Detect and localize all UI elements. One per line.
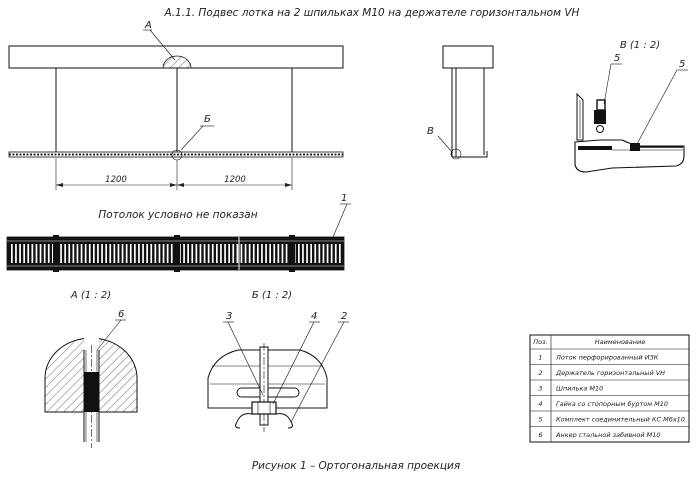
table-row-name: Гайка со стопорным буртом М10 <box>556 400 668 408</box>
table-row-name: Комплект соединительный КС М6х10 <box>556 416 685 424</box>
callout-6: 6 <box>118 309 124 320</box>
dimension-right: 1200 <box>224 175 246 185</box>
callout-2: 2 <box>341 311 347 322</box>
callout-4: 4 <box>311 311 317 322</box>
side-view: В <box>427 45 494 160</box>
table-row-name: Держатель горизонтальный VH <box>555 369 665 377</box>
callout-5b: 5 <box>679 59 685 70</box>
view-label-v: В <box>427 126 434 137</box>
table-row-name: Шпилька М10 <box>556 385 603 393</box>
callout-1: 1 <box>341 193 347 204</box>
figure-caption: Рисунок 1 – Ортогональная проекция <box>252 460 460 472</box>
drawing-title: А.1.1. Подвес лотка на 2 шпильках М10 на… <box>164 7 580 19</box>
front-view: А Б 1200 1200 <box>8 20 344 190</box>
table-row-name: Лоток перфорированный ИЗК <box>555 354 659 362</box>
callout-5a: 5 <box>614 53 620 64</box>
callout-3: 3 <box>226 311 232 322</box>
detail-b-title: Б (1 : 2) <box>252 290 292 301</box>
table-header-pos: Поз. <box>533 338 547 346</box>
tray-top-view: 1 <box>6 193 351 272</box>
table-row-pos: 2 <box>538 369 542 377</box>
detail-v-title: В (1 : 2) <box>620 40 660 51</box>
view-label-b: Б <box>204 114 211 125</box>
table-row-name: Анкер стальной забивной М10 <box>555 431 661 439</box>
table-row-pos: 5 <box>538 416 542 424</box>
detail-a-title: А (1 : 2) <box>70 290 111 301</box>
anchor-zone-a <box>162 55 192 69</box>
detail-circle-v <box>450 148 462 160</box>
detail-a: А (1 : 2) 6 <box>44 290 138 448</box>
detail-b: Б (1 : 2) 3 4 2 <box>207 290 349 432</box>
ceiling-note: Потолок условно не показан <box>98 209 257 221</box>
detail-v: В (1 : 2) 5 5 <box>574 40 688 173</box>
table-row-pos: 1 <box>538 354 542 362</box>
table-row-pos: 3 <box>538 385 542 393</box>
dimension-left: 1200 <box>105 175 127 185</box>
table-row-pos: 4 <box>538 400 542 408</box>
table-header-name: Наименование <box>595 338 646 346</box>
view-label-a: А <box>144 20 152 31</box>
ceiling-beam-side <box>442 45 494 69</box>
flange-nut <box>251 401 277 415</box>
table-row-pos: 6 <box>538 431 542 439</box>
parts-table: 1 Лоток перфорированный ИЗК 2 Держатель гор… <box>529 334 690 443</box>
